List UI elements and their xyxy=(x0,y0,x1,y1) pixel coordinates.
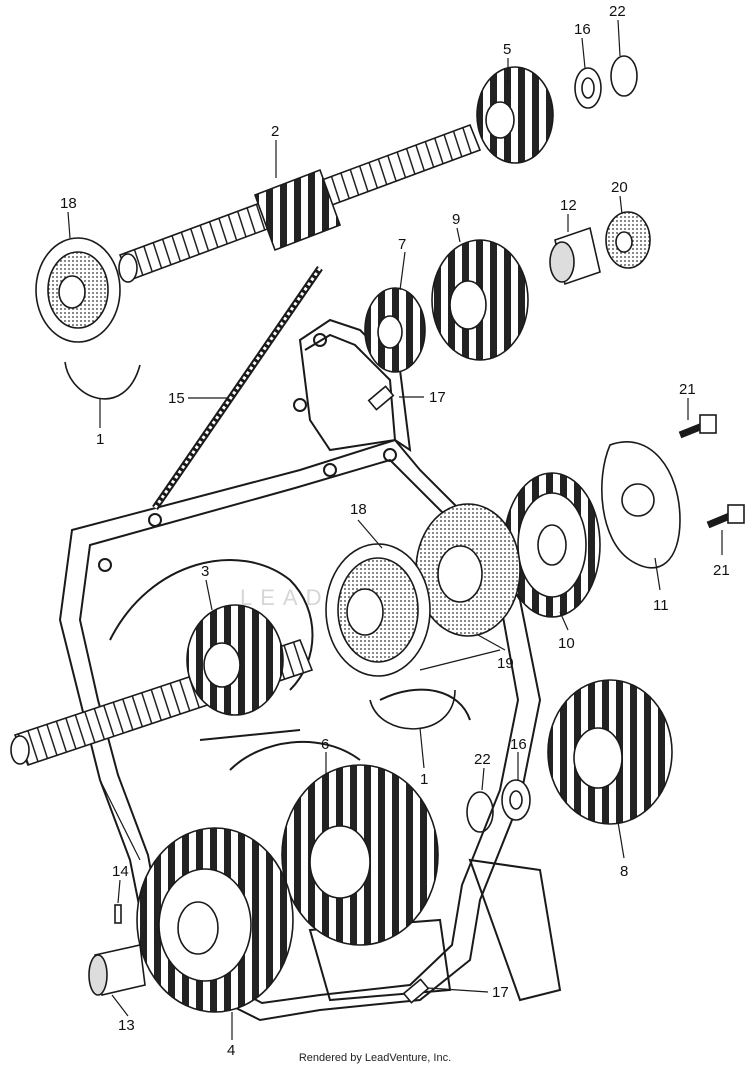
oil-seal-19 xyxy=(415,503,521,637)
circlip-22-top xyxy=(610,55,638,97)
callout-12: 12 xyxy=(560,197,577,214)
gear-3 xyxy=(186,604,284,716)
callout-21-bottom: 21 xyxy=(713,562,730,579)
bolt-21-top xyxy=(678,414,717,439)
bolt-21-bottom xyxy=(706,504,745,529)
dowel-17-top xyxy=(367,385,395,411)
callout-18-top: 18 xyxy=(60,195,77,212)
callout-14: 14 xyxy=(112,863,129,880)
pin-14 xyxy=(114,904,122,924)
callout-17-top: 17 xyxy=(429,389,446,406)
callout-1-left: 1 xyxy=(96,431,105,448)
plate-11 xyxy=(601,441,681,569)
callout-4: 4 xyxy=(227,1042,236,1059)
callout-2: 2 xyxy=(271,123,280,140)
callout-6: 6 xyxy=(321,736,330,753)
gear-9 xyxy=(431,239,529,361)
bearing-20 xyxy=(605,211,651,269)
bearing-18-top xyxy=(35,237,121,343)
gear-7 xyxy=(364,287,426,373)
half-ring-1-bottom xyxy=(369,689,456,730)
callout-20: 20 xyxy=(611,179,628,196)
callout-5: 5 xyxy=(503,41,512,58)
callout-16-top: 16 xyxy=(574,21,591,38)
callout-1-bottom: 1 xyxy=(420,771,429,788)
cap-13 xyxy=(88,944,146,996)
callout-13: 13 xyxy=(118,1017,135,1034)
callout-9: 9 xyxy=(452,211,461,228)
gear-4 xyxy=(136,827,294,1013)
bearing-18-mid xyxy=(325,543,431,677)
mainshaft xyxy=(118,123,482,283)
half-ring-1-left xyxy=(64,361,141,400)
sprocket-10 xyxy=(503,472,601,618)
callout-7: 7 xyxy=(398,236,407,253)
leader-lines xyxy=(67,19,723,1040)
callout-11: 11 xyxy=(653,597,669,614)
callout-17-bottom: 17 xyxy=(492,984,509,1001)
callout-8: 8 xyxy=(620,863,629,880)
callout-21-top: 21 xyxy=(679,381,696,398)
callout-3: 3 xyxy=(201,563,210,580)
callout-22-bottom: 22 xyxy=(474,751,491,768)
footer-credit: Rendered by LeadVenture, Inc. xyxy=(298,1052,452,1064)
callout-15: 15 xyxy=(168,390,185,407)
washer-16-bottom xyxy=(501,779,531,821)
callout-10: 10 xyxy=(558,635,575,652)
dowel-17-bottom xyxy=(402,978,430,1004)
bushing-12 xyxy=(549,226,601,286)
circlip-22-bottom xyxy=(466,791,494,833)
callout-18-mid: 18 xyxy=(350,501,367,518)
gear-8 xyxy=(547,679,673,825)
washer-16-top xyxy=(574,67,602,109)
callout-19: 19 xyxy=(497,655,514,672)
callout-16-bottom: 16 xyxy=(510,736,527,753)
gear-5 xyxy=(476,66,554,164)
callout-22-top: 22 xyxy=(609,3,626,20)
watermark: LEAD xyxy=(240,585,329,610)
gear-6 xyxy=(281,764,439,946)
